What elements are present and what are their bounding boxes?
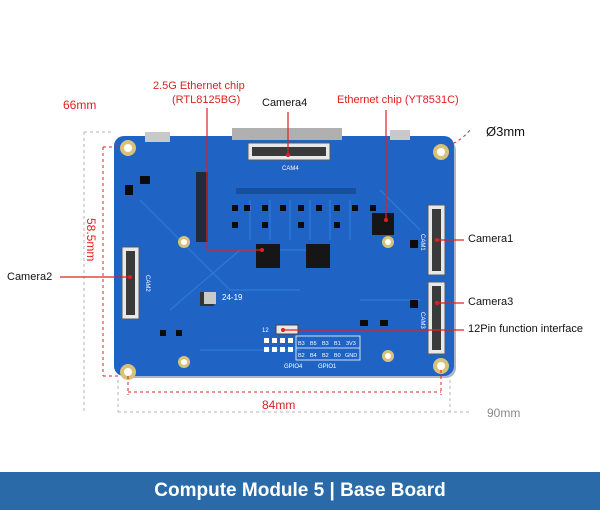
silk-cam2: CAM2 [144, 275, 150, 292]
pcb-traces [139, 189, 421, 351]
gpio-bottom-1: B4 [310, 353, 317, 359]
gpio-bottom-3: B0 [334, 353, 341, 359]
silk-gpio1: GPIO1 [318, 364, 337, 370]
top-connector-left [145, 132, 170, 142]
silk-cam1: CAM1 [419, 234, 425, 251]
callout-gpio-interface: 12Pin function interface [468, 323, 583, 335]
callout-camera2: Camera2 [7, 271, 53, 283]
gpio-bottom-4: GND [345, 353, 357, 359]
callout-eth25-line1: 2.5G Ethernet chip [153, 80, 245, 92]
gpio-bottom-2: B2 [322, 353, 329, 359]
hole-dimension-lines [102, 129, 471, 395]
gpio-top-0: B3 [298, 341, 305, 347]
callout-camera1: Camera1 [468, 233, 514, 245]
dim-hole-spacing-y: 58.5mm [84, 218, 98, 262]
silk-gpio4: GPIO4 [284, 364, 303, 370]
mounting-holes [120, 140, 449, 380]
yt8531c-chip [372, 213, 394, 235]
silk-pin12: 12 [262, 328, 269, 334]
silk-date-code: 24-19 [222, 293, 243, 302]
footer-title: Compute Module 5 | Base Board [0, 472, 600, 510]
callout-eth25-line2: (RTL8125BG) [172, 94, 241, 106]
callout-camera3: Camera3 [468, 296, 514, 308]
gpio-top-3: B1 [334, 341, 341, 347]
gpio-bottom-0: B2 [298, 353, 305, 359]
dim-hole-diameter: Ø3mm [486, 124, 525, 139]
gpio-top-4: 3V3 [346, 341, 356, 347]
silk-cam3: CAM3 [419, 312, 425, 329]
chip-secondary [306, 244, 330, 268]
top-connector-mid [232, 128, 342, 140]
gpio-top-2: B3 [322, 341, 329, 347]
callout-camera4: Camera4 [262, 97, 308, 109]
gpio-top-1: B5 [310, 341, 317, 347]
rtl8125bg-chip [256, 244, 280, 268]
callout-dots [128, 153, 439, 332]
dim-overall-width: 90mm [487, 406, 521, 420]
chip-square-small [204, 292, 216, 304]
dim-hole-spacing-x: 84mm [262, 398, 296, 412]
pcb-components [124, 172, 418, 336]
silk-cam4: CAM4 [282, 166, 299, 172]
overall-dimension-lines [83, 131, 470, 413]
callout-eth-chip: Ethernet chip (YT8531C) [337, 94, 459, 106]
callout-lines [60, 108, 464, 331]
top-connector-right [390, 130, 410, 140]
dim-overall-height: 66mm [63, 98, 97, 112]
